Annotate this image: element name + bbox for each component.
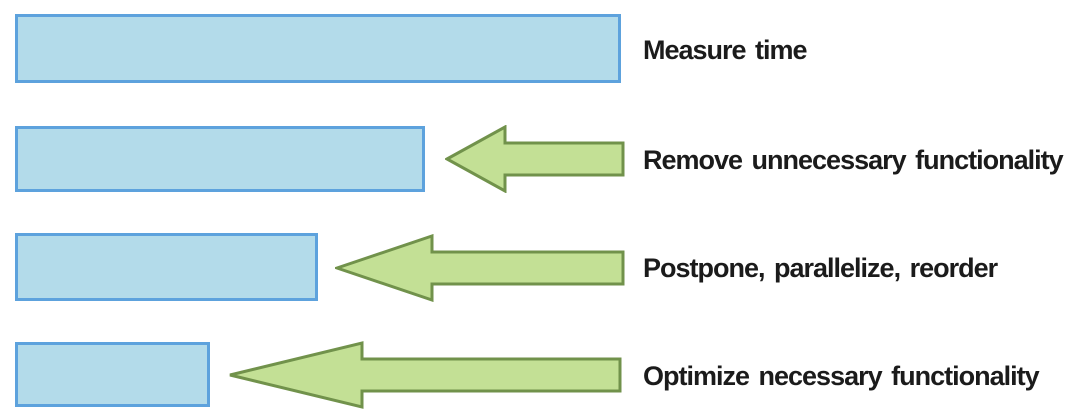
time-bar-optimize bbox=[15, 342, 210, 407]
left-arrow-icon bbox=[229, 341, 622, 409]
label-measure-time: Measure time bbox=[643, 35, 808, 65]
left-arrow-shape bbox=[229, 341, 622, 409]
label-remove-unnecessary: Remove unnecessary functionality bbox=[643, 145, 1064, 175]
left-arrow-shape bbox=[335, 234, 625, 302]
label-postpone-parallelize: Postpone, parallelize, reorder bbox=[643, 253, 998, 283]
left-arrow-shape bbox=[445, 125, 625, 193]
label-optimize-necessary: Optimize necessary functionality bbox=[643, 361, 1040, 391]
time-bar-measure bbox=[15, 14, 621, 83]
left-arrow-icon bbox=[445, 125, 625, 193]
time-bar-remove bbox=[15, 126, 425, 192]
time-bar-postpone bbox=[15, 233, 318, 301]
left-arrow-icon bbox=[335, 234, 625, 302]
